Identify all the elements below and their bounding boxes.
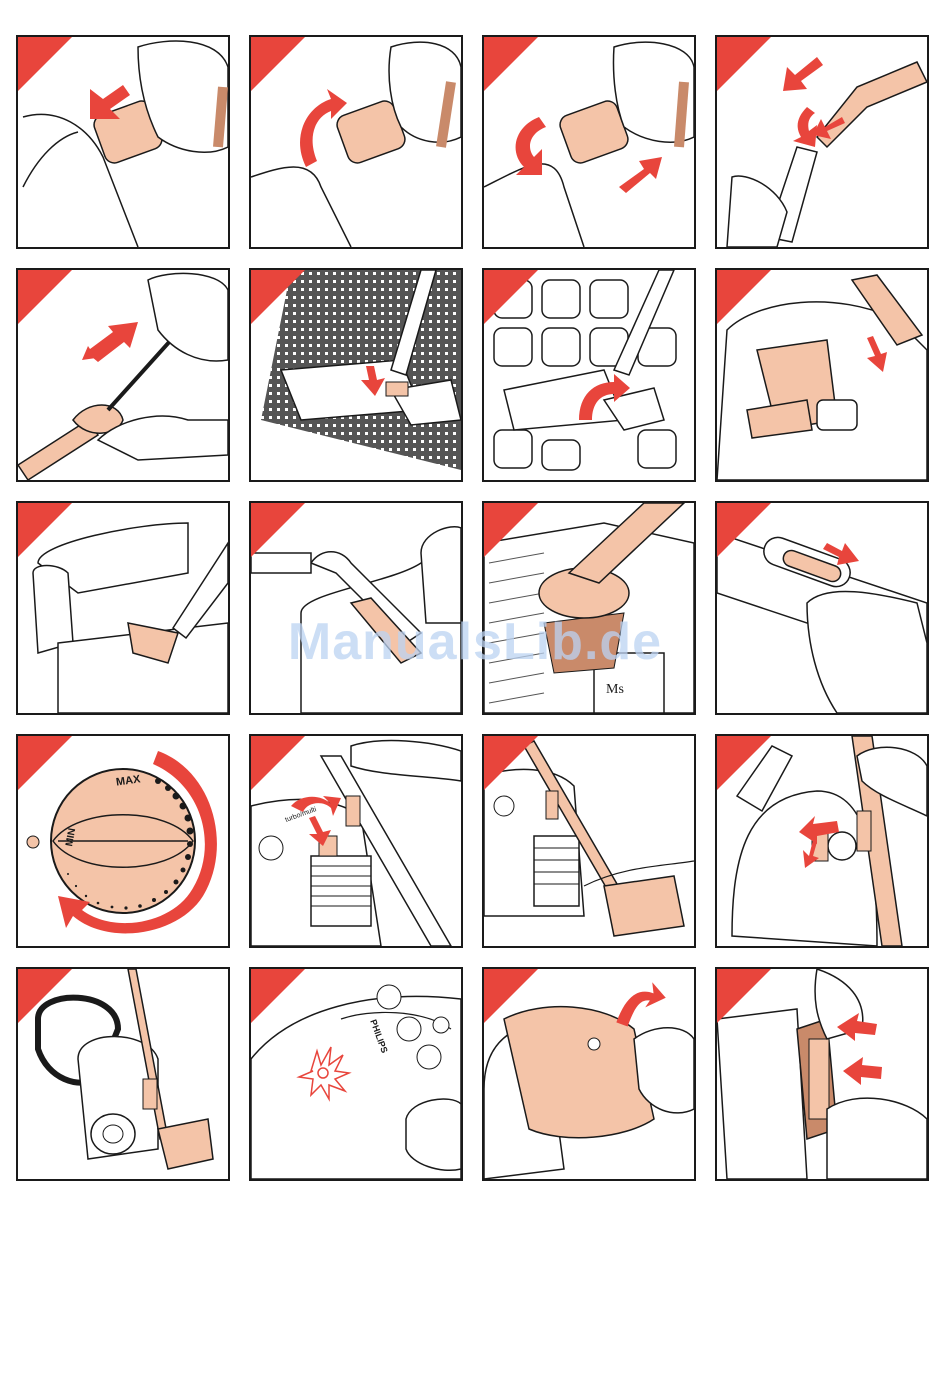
step-panel-11: Ms [482,501,696,715]
step-panel-6 [249,268,463,482]
corner-marker [251,736,305,790]
step-panel-8 [715,268,929,482]
corner-marker [717,969,771,1023]
step-panel-19 [482,967,696,1181]
corner-marker [18,969,72,1023]
corner-marker [484,270,538,324]
instruction-grid: Ms [0,0,950,1200]
step-panel-2 [249,35,463,249]
step-panel-9 [16,501,230,715]
corner-marker [18,736,72,790]
corner-marker [717,503,771,557]
step-panel-1 [16,35,230,249]
corner-marker [484,37,538,91]
corner-marker [251,969,305,1023]
corner-marker [18,503,72,557]
corner-marker [484,503,538,557]
corner-marker [18,270,72,324]
step-panel-7 [482,268,696,482]
step-panel-12 [715,501,929,715]
step-panel-13: MAX MIN [16,734,230,948]
corner-marker [251,503,305,557]
step-panel-5 [16,268,230,482]
step-panel-15 [482,734,696,948]
book-spine-label: Ms [606,682,624,697]
step-panel-10 [249,501,463,715]
corner-marker [717,270,771,324]
corner-marker [717,736,771,790]
corner-marker [484,969,538,1023]
corner-marker [484,736,538,790]
corner-marker [251,37,305,91]
step-panel-20 [715,967,929,1181]
step-panel-16 [715,734,929,948]
corner-marker [717,37,771,91]
step-panel-4 [715,35,929,249]
corner-marker [251,270,305,324]
step-panel-14: turbo/multi [249,734,463,948]
step-panel-18: PHILIPS [249,967,463,1181]
step-panel-17 [16,967,230,1181]
corner-marker [18,37,72,91]
step-panel-3 [482,35,696,249]
